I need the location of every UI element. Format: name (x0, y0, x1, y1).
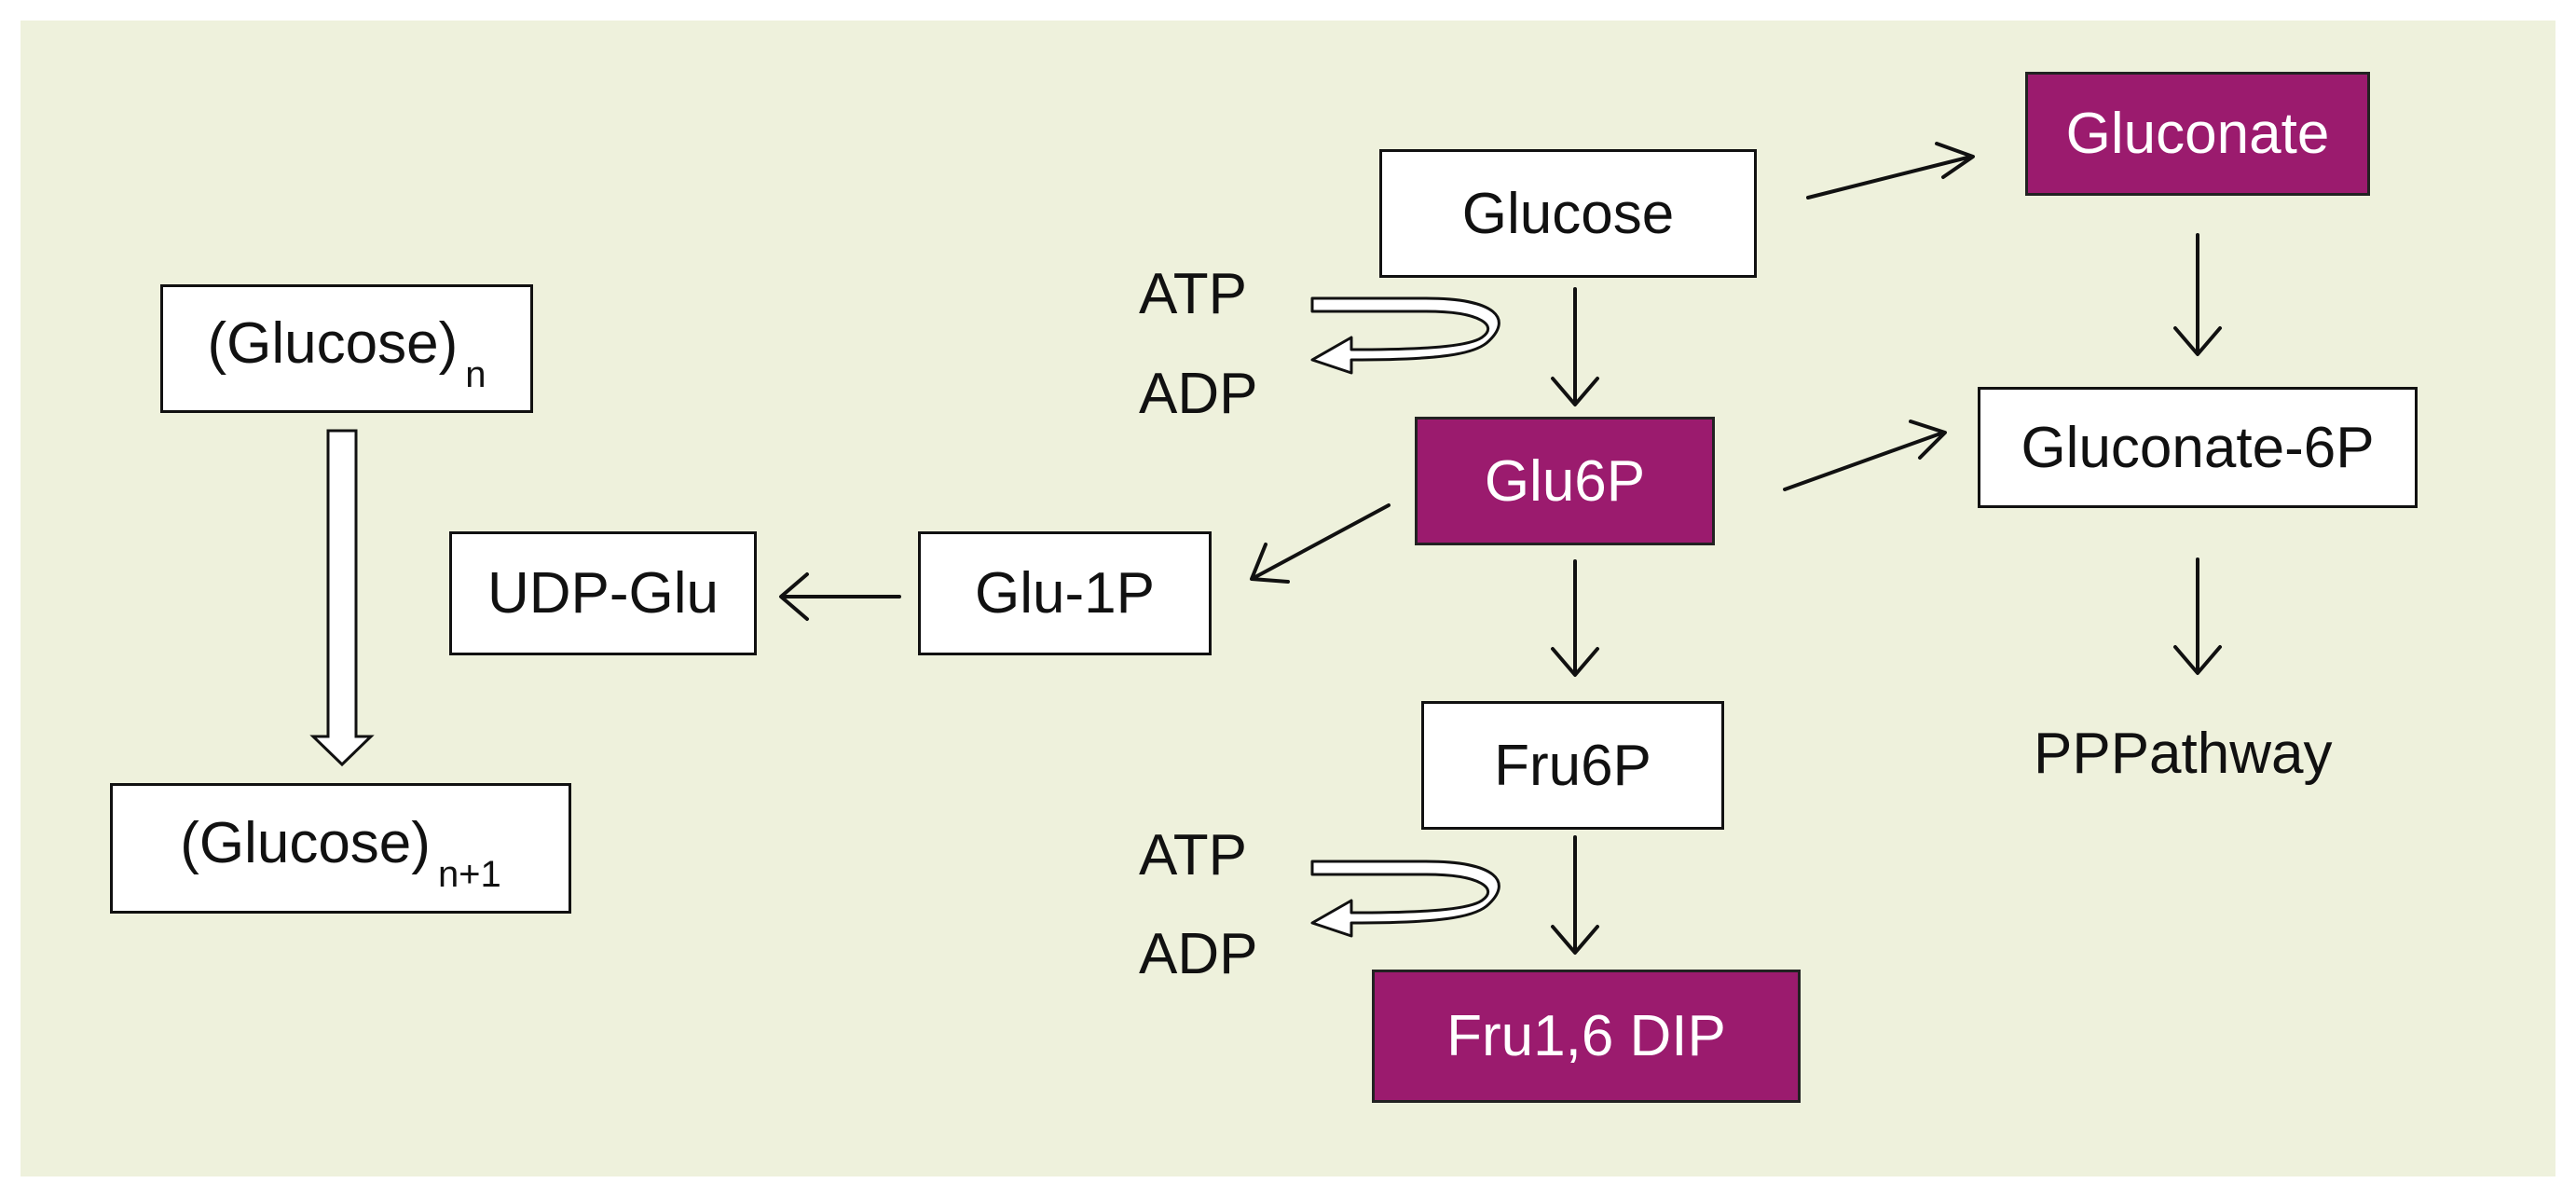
node-fru16dip-label: Fru1,6 DIP (1446, 1004, 1726, 1068)
arrow-glu6p-to-gluconate6p (1783, 420, 1947, 491)
label-pppathway: PPPathway (2034, 722, 2333, 786)
glucose-n-base: (Glucose) (207, 310, 459, 376)
glucose-n1-subscript: n+1 (437, 853, 501, 895)
node-gluconate-6p-label: Gluconate-6P (2021, 415, 2375, 480)
node-glu6p-label: Glu6P (1484, 448, 1646, 514)
arrow-glu1p-to-udpglu (779, 572, 901, 621)
arrow-polymer-extension (309, 429, 375, 767)
label-lower-atp: ATP (1139, 823, 1247, 887)
glucose-n-subscript: n (465, 353, 486, 395)
diagram-background (21, 21, 2555, 1176)
arrow-glu6p-to-fru6p (1551, 559, 1599, 677)
arrow-glucose-to-glu6p (1551, 287, 1599, 406)
upper-atp-adp-curved-arrow (1310, 296, 1500, 375)
node-glucose: Glucose (1379, 149, 1757, 278)
node-udp-glu: UDP-Glu (449, 531, 757, 655)
label-lower-adp: ADP (1139, 922, 1258, 986)
label-upper-adp: ADP (1139, 362, 1258, 426)
node-glucose-label: Glucose (1461, 181, 1675, 246)
glucose-n1-base: (Glucose) (180, 810, 431, 875)
label-upper-atp: ATP (1139, 262, 1247, 326)
node-glucose-n1-label: (Glucose)n+1 (180, 810, 501, 895)
node-glucose-n1: (Glucose)n+1 (110, 783, 571, 914)
lower-atp-adp-curved-arrow (1310, 860, 1500, 938)
node-glucose-n-label: (Glucose)n (207, 310, 486, 395)
node-glu6p: Glu6P (1415, 417, 1715, 545)
arrow-fru6p-to-fru16dip (1551, 835, 1599, 955)
node-udp-glu-label: UDP-Glu (486, 561, 719, 626)
arrow-glu6p-to-glu1p (1250, 503, 1391, 584)
node-glucose-n: (Glucose)n (160, 284, 533, 413)
arrow-glucose-to-gluconate (1806, 142, 1975, 200)
node-glu-1p-label: Glu-1P (975, 561, 1155, 626)
node-fru16dip: Fru1,6 DIP (1372, 970, 1801, 1103)
node-gluconate-label: Gluconate (2065, 102, 2330, 166)
node-fru6p: Fru6P (1421, 701, 1724, 830)
arrow-gluconate6p-to-pppathway (2173, 557, 2222, 675)
arrow-gluconate-to-gluconate6p (2173, 233, 2222, 356)
node-gluconate-6p: Gluconate-6P (1978, 387, 2418, 508)
node-fru6p-label: Fru6P (1494, 733, 1651, 798)
node-glu-1p: Glu-1P (918, 531, 1212, 655)
node-gluconate: Gluconate (2025, 72, 2370, 196)
